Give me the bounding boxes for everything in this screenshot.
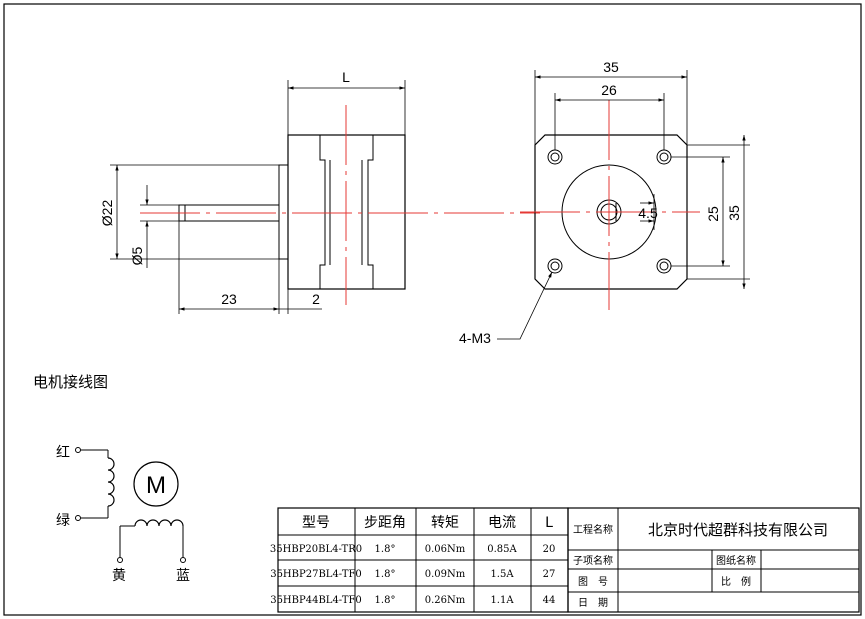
mount-hole-inner bbox=[659, 261, 669, 271]
table-cell: 27 bbox=[543, 569, 556, 580]
dim-25-label: 25 bbox=[705, 206, 721, 222]
title-block: 工程名称 北京时代超群科技有限公司 子项名称 图纸名称 图 号 比 例 日 期 bbox=[567, 507, 860, 613]
subproject-label: 子项名称 bbox=[573, 554, 613, 567]
dim-35h-label: 35 bbox=[726, 205, 742, 221]
project-label: 工程名称 bbox=[573, 523, 613, 536]
flange-outline bbox=[534, 134, 688, 290]
title-block-frame bbox=[567, 507, 860, 613]
sheet-border bbox=[3, 3, 862, 616]
table-cell: 44 bbox=[543, 595, 556, 606]
table-cell: 1.8° bbox=[375, 544, 396, 555]
flange-boss bbox=[278, 164, 289, 260]
table-cell: 35HBP44BL4-TF0 bbox=[270, 595, 362, 606]
wiring-title: 电机接线图 bbox=[33, 373, 108, 391]
mount-hole bbox=[656, 149, 672, 165]
spec-table: 型号 步距角 转矩 电流 L 35HBP20BL4-TR0 1.8° 0.06N… bbox=[270, 507, 569, 613]
body-step-right bbox=[367, 135, 374, 289]
mount-hole bbox=[656, 258, 672, 274]
mount-hole-inner bbox=[550, 261, 560, 271]
front-view: 35 26 25 35 4.5 4-M3 bbox=[459, 59, 750, 346]
wiring-diagram: 电机接线图 M 红 绿 黄 蓝 bbox=[33, 373, 190, 584]
wire-blue-label: 蓝 bbox=[176, 568, 190, 584]
side-view: L 23 2 Ø22 Ø5 bbox=[99, 69, 540, 314]
table-cell: 1.1A bbox=[490, 595, 514, 606]
col-header-torque: 转矩 bbox=[431, 515, 459, 531]
table-cell: 20 bbox=[543, 544, 556, 555]
holes-label: 4-M3 bbox=[459, 330, 491, 346]
table-cell: 0.26Nm bbox=[425, 595, 466, 606]
mount-hole bbox=[547, 149, 563, 165]
scale-label: 比 例 bbox=[721, 575, 751, 588]
dim-d22-label: Ø22 bbox=[99, 200, 115, 227]
dim-L-label: L bbox=[342, 69, 350, 85]
table-cell: 1.8° bbox=[375, 569, 396, 580]
holes-leader bbox=[497, 271, 553, 340]
col-header-current: 电流 bbox=[488, 515, 516, 531]
motor-symbol bbox=[133, 461, 179, 507]
table-cell: 35HBP27BL4-TF0 bbox=[270, 569, 362, 580]
wire-yellow-label: 黄 bbox=[112, 567, 126, 584]
dim-23-label: 23 bbox=[221, 291, 237, 307]
col-header-model: 型号 bbox=[302, 515, 330, 531]
body-step-left bbox=[319, 135, 326, 289]
wire-green-label: 绿 bbox=[56, 513, 70, 529]
drawing-name-label: 图纸名称 bbox=[716, 554, 756, 567]
terminal-blue bbox=[180, 557, 186, 563]
mount-hole-inner bbox=[550, 152, 560, 162]
mount-hole bbox=[547, 258, 563, 274]
drawing-no-label: 图 号 bbox=[578, 576, 608, 588]
table-cell: 0.85A bbox=[487, 544, 517, 555]
table-cell: 35HBP20BL4-TR0 bbox=[270, 544, 362, 555]
coil-b bbox=[134, 519, 184, 527]
motor-symbol-label: M bbox=[146, 472, 166, 499]
dim-35w-label: 35 bbox=[603, 59, 619, 75]
terminal-red bbox=[75, 447, 81, 453]
table-cell: 0.06Nm bbox=[425, 544, 466, 555]
table-cell: 1.8° bbox=[375, 595, 396, 606]
col-header-length: L bbox=[545, 515, 553, 531]
wire-red-label: 红 bbox=[56, 445, 70, 461]
date-label: 日 期 bbox=[578, 597, 608, 609]
table-cell: 0.09Nm bbox=[425, 569, 466, 580]
coil-a bbox=[107, 457, 115, 507]
dim-2-label: 2 bbox=[312, 291, 320, 307]
terminal-green bbox=[75, 515, 81, 521]
mount-hole-inner bbox=[659, 152, 669, 162]
col-header-step-angle: 步距角 bbox=[364, 515, 406, 531]
terminal-yellow bbox=[117, 557, 123, 563]
dim-26-label: 26 bbox=[601, 82, 617, 98]
dim-d5-label: Ø5 bbox=[129, 246, 145, 265]
project-value: 北京时代超群科技有限公司 bbox=[648, 521, 828, 539]
dim-flat-label: 4.5 bbox=[638, 205, 658, 221]
table-cell: 1.5A bbox=[490, 569, 514, 580]
